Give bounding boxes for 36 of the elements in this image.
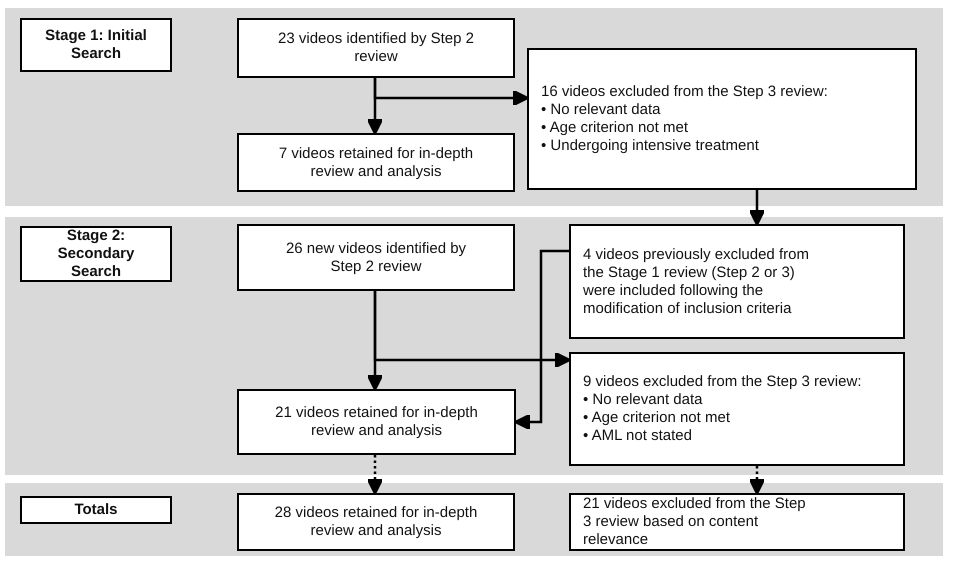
process-box xyxy=(237,133,515,192)
arrow xyxy=(748,466,766,494)
box-text: 21 videos excluded from the Step 3 review based on content relevance xyxy=(583,495,807,549)
stage-label-box xyxy=(20,226,172,282)
bullet-item: • Undergoing intensive treatment xyxy=(541,137,760,155)
box-text: Stage 1: Initial Search xyxy=(44,27,148,63)
process-box xyxy=(569,224,905,339)
process-box xyxy=(569,493,905,551)
stage-label-box xyxy=(20,496,172,524)
box-text: 28 videos retained for in-depth review and analysis xyxy=(274,504,478,540)
box-text: 16 videos excluded from the Step 3 review: xyxy=(541,83,829,101)
box-text: 7 videos retained for in-depth review and analysis xyxy=(278,144,474,180)
box-text: 26 new videos identified by Step 2 review xyxy=(284,240,468,276)
arrow xyxy=(366,455,384,494)
box-text: 9 videos excluded from the Step 3 review: xyxy=(583,373,862,391)
process-box xyxy=(237,389,516,455)
bullet-item: • No relevant data xyxy=(583,391,704,409)
arrow xyxy=(374,78,528,106)
stage-label-box xyxy=(20,18,172,72)
box-text: 4 videos previously excluded from the Stage 1 review (Step 2 or 3) were included following the modification of inclusion criteria xyxy=(583,246,810,318)
arrow xyxy=(374,291,570,368)
box-text: 23 videos identified by Step 2 review xyxy=(277,30,475,66)
bullet-item: • AML not stated xyxy=(583,427,693,445)
bullet-item: • No relevant data xyxy=(541,101,662,119)
box-text: 21 videos retained for in-depth review and analysis xyxy=(274,404,479,440)
bullet-item: • Age criterion not met xyxy=(541,119,689,137)
process-box xyxy=(237,224,515,291)
process-box xyxy=(237,493,515,551)
bullet-item: • Age criterion not met xyxy=(583,409,731,427)
process-box xyxy=(569,352,905,466)
process-box xyxy=(237,18,515,78)
box-text: Stage 2: Secondary Search xyxy=(56,227,136,281)
arrow xyxy=(748,190,766,226)
process-box xyxy=(527,48,917,190)
arrow xyxy=(514,250,569,430)
box-text: Totals xyxy=(73,501,119,519)
